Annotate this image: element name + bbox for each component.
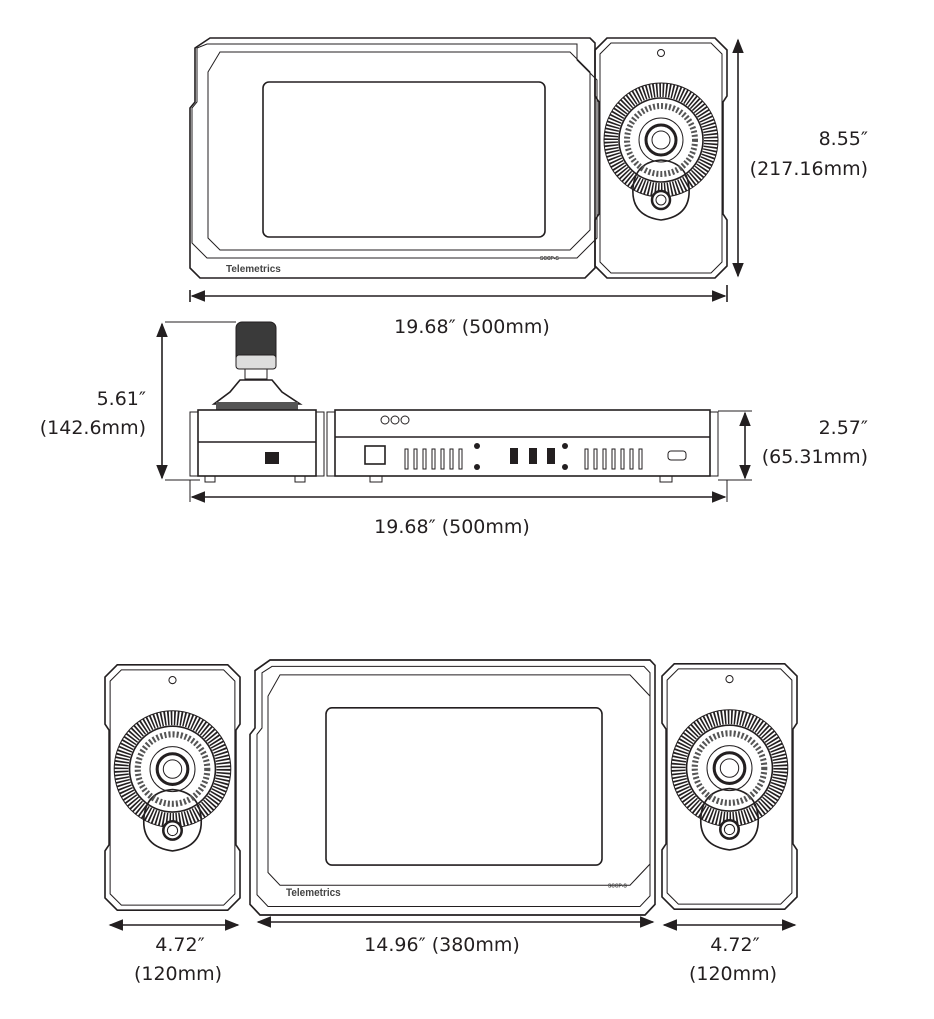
side-total-height-inches: 5.61″	[97, 388, 146, 410]
separated-view: Telemetrics SCCP-S 4.72″ (120mm) 14.96″ …	[105, 660, 797, 985]
side-body-height-mm: (65.31mm)	[762, 446, 868, 468]
joystick-side	[211, 321, 303, 410]
side-width-label: 19.68″ (500mm)	[374, 516, 530, 538]
left-joystick-module	[105, 665, 240, 910]
side-view: 5.61″ (142.6mm) 2.57″ (65.31mm) 19.68″ (…	[40, 321, 868, 538]
main-console-side	[326, 409, 719, 483]
center-width-label: 14.96″ (380mm)	[364, 934, 520, 956]
right-module-inches: 4.72″	[710, 934, 759, 956]
model-label: SCCP-S	[540, 256, 560, 262]
ethernet-port	[364, 445, 386, 465]
side-body-height-inches: 2.57″	[819, 417, 868, 439]
brand-logo: Telemetrics	[286, 888, 341, 899]
brand-logo: Telemetrics	[226, 264, 281, 275]
serial-port	[667, 450, 687, 461]
usb-ports	[510, 448, 555, 464]
right-joystick-module	[662, 664, 797, 909]
top-width-label: 19.68″ (500mm)	[394, 316, 550, 338]
top-view: Telemetrics SCCP-S 19.68″ (500mm) 8.55″ …	[189, 37, 868, 338]
touchscreen	[262, 81, 546, 238]
side-total-height-mm: (142.6mm)	[40, 417, 146, 439]
joystick-module-side	[189, 409, 325, 483]
vent-left	[404, 448, 463, 470]
model-label: SCCP-S	[608, 883, 627, 889]
touchscreen	[325, 706, 603, 866]
vent-right	[584, 448, 643, 470]
top-height-inches: 8.55″	[819, 128, 868, 150]
joystick-module-top	[595, 38, 727, 278]
right-module-mm: (120mm)	[689, 963, 777, 985]
left-module-inches: 4.72″	[155, 934, 204, 956]
main-console-top: Telemetrics SCCP-S	[189, 37, 598, 279]
left-module-mm: (120mm)	[134, 963, 222, 985]
main-console-separated: Telemetrics SCCP-S	[249, 659, 656, 916]
top-height-mm: (217.16mm)	[750, 158, 868, 180]
